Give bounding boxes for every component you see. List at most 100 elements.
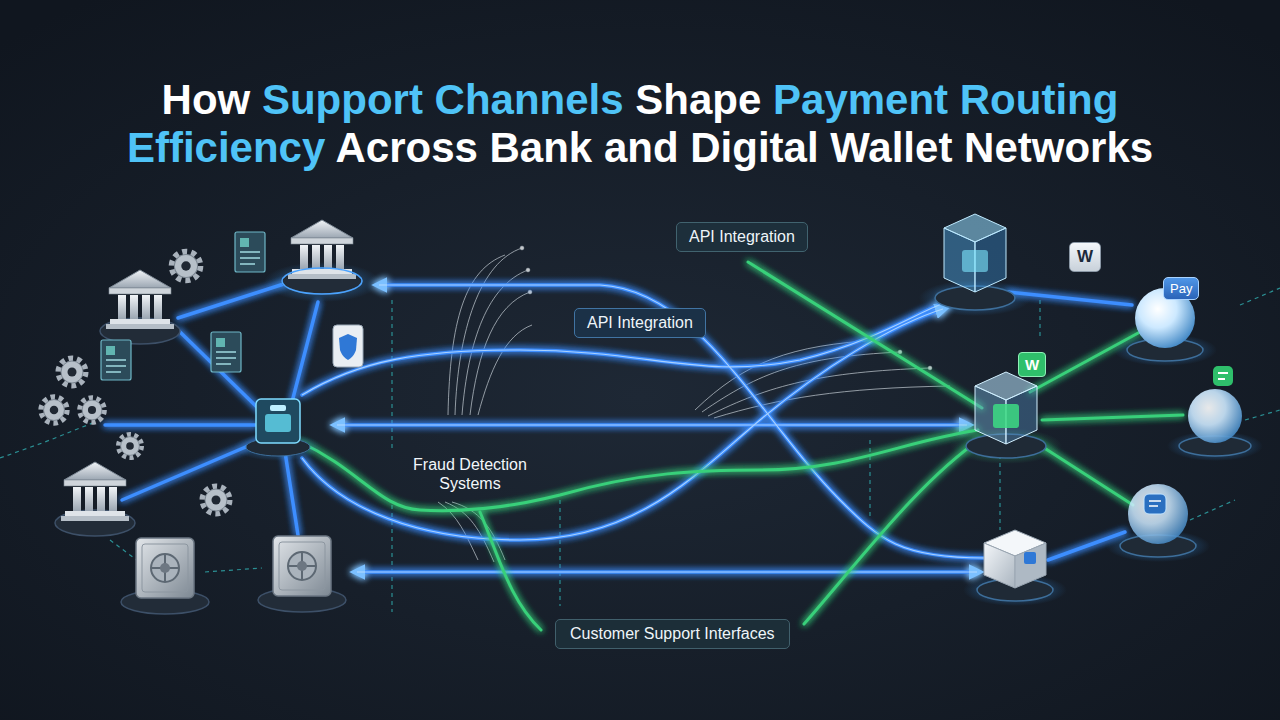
bank-icon	[100, 270, 180, 344]
dashed-link	[1240, 288, 1280, 305]
card	[333, 325, 363, 367]
bank-icon	[55, 462, 135, 536]
dashed-link	[559, 500, 560, 606]
label-box: Customer Support Interfaces	[555, 619, 790, 649]
route-line	[302, 300, 952, 395]
title-word	[761, 76, 773, 123]
hub-core	[265, 414, 291, 432]
app-badge: W	[1069, 242, 1101, 272]
title-word	[325, 124, 335, 171]
fiber	[478, 325, 532, 415]
gear-icon	[80, 398, 103, 421]
node-text: Pay	[1170, 281, 1192, 296]
wallet-spheres	[1106, 288, 1263, 562]
route-line	[804, 438, 982, 624]
title-word	[624, 76, 636, 123]
bottom-box	[963, 530, 1067, 606]
fiber	[470, 292, 530, 415]
fiber	[455, 248, 522, 415]
cube-core	[993, 404, 1019, 428]
gear-icon	[203, 487, 229, 513]
document-icon	[211, 332, 241, 372]
title-word	[478, 124, 490, 171]
route-line	[1042, 415, 1183, 420]
fiber-tip	[526, 268, 530, 272]
app-badge: W	[1018, 352, 1046, 377]
safe-icon	[121, 538, 209, 614]
title-word: Routing	[960, 76, 1119, 123]
green-routes	[300, 262, 1183, 630]
gear-icon	[59, 359, 85, 385]
title-word	[250, 76, 262, 123]
route-core	[302, 300, 952, 395]
bank-icon	[282, 220, 362, 294]
blue-routes	[105, 282, 1132, 572]
fiber-tip	[520, 246, 524, 250]
title-word: How	[162, 76, 251, 123]
safe-icons	[121, 536, 346, 614]
gear-icon	[42, 398, 67, 423]
title-word: Wallet	[830, 124, 952, 171]
middle-glass-cube	[950, 372, 1062, 464]
title-word: Bank	[490, 124, 593, 171]
chat-icon-line	[1218, 372, 1228, 374]
route-line	[300, 430, 978, 511]
fiber-tip	[898, 350, 902, 354]
title-word	[819, 124, 831, 171]
platform-ring	[282, 268, 362, 294]
title-word: and	[604, 124, 679, 171]
fiber	[448, 255, 505, 415]
title-word	[592, 124, 604, 171]
gear-icon	[119, 435, 141, 457]
node-text: W	[1077, 247, 1093, 267]
pay-badge: Pay	[1163, 277, 1199, 300]
wallet-sphere	[1128, 484, 1188, 544]
top-glass-cube	[919, 214, 1031, 316]
label-box: API Integration	[676, 222, 808, 252]
title-word	[423, 76, 435, 123]
document-icon	[101, 340, 131, 380]
route-line	[334, 423, 970, 427]
gear-icons	[42, 252, 229, 513]
label-box: API Integration	[574, 308, 706, 338]
route-line	[285, 452, 298, 535]
fiber-bundle	[438, 246, 950, 562]
cube-core	[962, 250, 988, 272]
document-icons	[101, 232, 265, 380]
route-line	[354, 570, 980, 574]
hub-top	[270, 405, 286, 411]
title-word: Shape	[635, 76, 761, 123]
title-word: Payment	[773, 76, 948, 123]
route-line	[178, 330, 262, 412]
node-text: W	[1025, 356, 1039, 373]
bank-icons	[55, 220, 380, 536]
node-text: Customer Support Interfaces	[570, 625, 775, 643]
wallet-icon-line	[1149, 500, 1161, 502]
box-face	[984, 543, 1015, 588]
title-word	[679, 124, 691, 171]
route-line	[105, 423, 256, 427]
dashed-link	[869, 440, 870, 520]
title-word: Across	[335, 124, 477, 171]
dashed-link	[1190, 500, 1235, 520]
box-badge	[1024, 552, 1036, 564]
blue-route-cores	[302, 285, 985, 572]
dashed-link	[999, 455, 1000, 530]
shield-card	[333, 325, 363, 367]
dashed-link	[1245, 410, 1280, 420]
title-word: Support	[262, 76, 423, 123]
wallet-icon	[1144, 494, 1166, 514]
shield	[339, 334, 357, 360]
title-word	[952, 124, 964, 171]
fiber	[462, 270, 528, 415]
wallet-sphere	[1188, 389, 1242, 443]
routing-hub	[234, 399, 322, 461]
title-word: Digital	[690, 124, 818, 171]
box-face	[1015, 543, 1046, 588]
document-icon	[235, 232, 265, 272]
title-word: Networks	[964, 124, 1153, 171]
gear-icon	[172, 252, 199, 279]
title-word: Efficiency	[127, 124, 325, 171]
